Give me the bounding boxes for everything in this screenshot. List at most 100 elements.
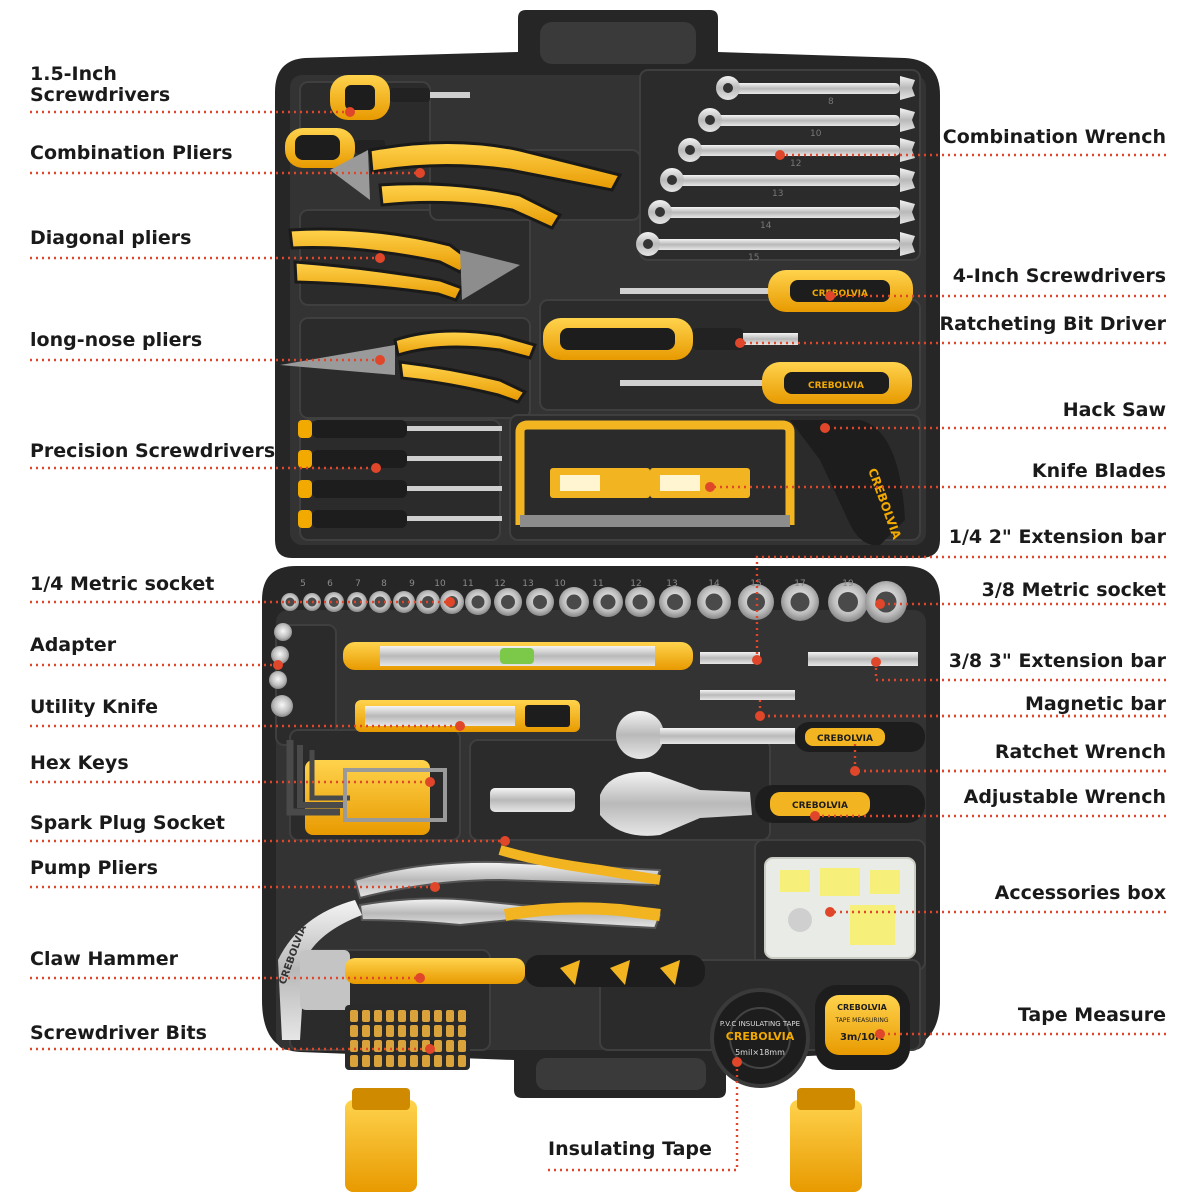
bit bbox=[458, 1025, 466, 1037]
bit bbox=[446, 1040, 454, 1052]
bit bbox=[434, 1025, 442, 1037]
label-long-nose-pliers: long-nose pliers bbox=[30, 329, 203, 351]
svg-text:P.V.C INSULATING TAPE: P.V.C INSULATING TAPE bbox=[720, 1020, 800, 1028]
wrench-size-mark: 12 bbox=[790, 159, 801, 169]
socket-bore bbox=[352, 597, 362, 607]
label-precision-screwdrivers: Precision Screwdrivers bbox=[30, 440, 276, 462]
bit bbox=[458, 1040, 466, 1052]
four-inch-screwdrivers: CREBOLVIA CREBOLVIA bbox=[620, 270, 913, 404]
leader-dot bbox=[445, 597, 455, 607]
adapters bbox=[269, 623, 293, 717]
ratcheting-bit-driver bbox=[543, 318, 798, 360]
bit bbox=[350, 1025, 358, 1037]
adjustable-wrench: CREBOLVIA bbox=[600, 771, 925, 836]
leader-line bbox=[755, 555, 1166, 660]
bit bbox=[374, 1025, 382, 1037]
label-ratchet-wrench: Ratchet Wrench bbox=[994, 741, 1166, 763]
pump-pliers bbox=[353, 845, 662, 930]
bit bbox=[410, 1055, 418, 1067]
label-adapter: Adapter bbox=[30, 634, 117, 656]
wrench-open-end bbox=[900, 76, 915, 100]
label-screwdriver-bits: Screwdriver Bits bbox=[30, 1022, 207, 1044]
label-hack-saw: Hack Saw bbox=[1062, 399, 1166, 421]
label-ratcheting-bit-driver: Ratcheting Bit Driver bbox=[939, 313, 1166, 335]
wrench-shaft bbox=[728, 83, 900, 94]
label-hex-keys: Hex Keys bbox=[30, 752, 129, 774]
leader-dot bbox=[371, 463, 381, 473]
label-four-inch-screwdrivers: 4-Inch Screwdrivers bbox=[952, 265, 1166, 287]
label-metric-socket-14: 1/4 Metric socket bbox=[30, 573, 215, 595]
socket-size-mark-14: 10 bbox=[434, 579, 446, 589]
socket-bore bbox=[566, 594, 582, 610]
wrench-open-end bbox=[900, 200, 915, 224]
wrench-shaft bbox=[710, 115, 900, 126]
leader-dot bbox=[825, 907, 835, 917]
leader-dot bbox=[825, 291, 835, 301]
utility-knife bbox=[355, 700, 580, 732]
socket-bore bbox=[600, 594, 616, 610]
bit bbox=[422, 1010, 430, 1022]
socket-size-mark-14: 13 bbox=[522, 579, 533, 589]
case-latch-right[interactable] bbox=[790, 1100, 862, 1192]
svg-text:3m/10ft: 3m/10ft bbox=[840, 1032, 884, 1043]
bit bbox=[362, 1025, 370, 1037]
label-line-1: 1.5-Inch bbox=[30, 63, 117, 85]
label-utility-knife: Utility Knife bbox=[30, 696, 159, 718]
socket-bore bbox=[667, 594, 683, 610]
leader-dot bbox=[820, 423, 830, 433]
wrench-size-mark: 8 bbox=[828, 97, 834, 107]
bit bbox=[422, 1055, 430, 1067]
bit bbox=[434, 1055, 442, 1067]
socket-bore bbox=[501, 595, 515, 609]
leader-dot bbox=[425, 777, 435, 787]
bit bbox=[446, 1025, 454, 1037]
socket-size-mark-14: 12 bbox=[494, 579, 505, 589]
leader-dot bbox=[810, 811, 820, 821]
leader-dot bbox=[732, 1057, 742, 1067]
bit bbox=[446, 1010, 454, 1022]
wrench-shaft bbox=[660, 207, 900, 218]
bit bbox=[446, 1055, 454, 1067]
leader-dot bbox=[755, 711, 765, 721]
socket-size-mark-14: 9 bbox=[409, 579, 415, 589]
tape-measure: CREBOLVIA TAPE MEASURING 3m/10ft bbox=[815, 985, 910, 1070]
claw-hammer: CREBOLVIA bbox=[277, 900, 705, 1040]
knife-blades bbox=[550, 468, 750, 498]
wrench-open-end bbox=[900, 168, 915, 192]
wrench-box-hole bbox=[643, 239, 653, 249]
leader-line bbox=[853, 742, 1166, 773]
leader-lines bbox=[30, 107, 1166, 1172]
wrench-shaft bbox=[672, 175, 900, 186]
bit bbox=[458, 1010, 466, 1022]
wrench-size-mark: 14 bbox=[760, 221, 772, 231]
case-latch-left[interactable] bbox=[345, 1100, 417, 1192]
bit bbox=[398, 1010, 406, 1022]
wrench-open-end bbox=[900, 108, 915, 132]
leader-dot bbox=[345, 107, 355, 117]
socket-size-mark-14: 11 bbox=[462, 579, 473, 589]
leader-dot bbox=[875, 1029, 885, 1039]
spark-plug-socket bbox=[490, 788, 575, 812]
socket-size-mark-14: 7 bbox=[355, 579, 361, 589]
svg-text:CREBOLVIA: CREBOLVIA bbox=[837, 1003, 888, 1012]
socket-size-mark-38: 14 bbox=[708, 579, 720, 589]
leader-dot bbox=[850, 766, 860, 776]
socket-bore bbox=[790, 592, 810, 612]
accessories-box bbox=[764, 857, 916, 959]
svg-text:TAPE MEASURING: TAPE MEASURING bbox=[835, 1017, 889, 1024]
bit bbox=[398, 1055, 406, 1067]
screwdriver-bits bbox=[345, 1005, 470, 1070]
leader-dot bbox=[705, 482, 715, 492]
wrench-shaft bbox=[648, 239, 900, 250]
wrench-box-hole bbox=[655, 207, 665, 217]
svg-text:CREBOLVIA: CREBOLVIA bbox=[726, 1030, 795, 1043]
stubby-screwdrivers bbox=[285, 75, 470, 168]
label-line-2: Screwdrivers bbox=[30, 84, 171, 106]
svg-text:CREBOLVIA: CREBOLVIA bbox=[812, 289, 868, 299]
leader-dot bbox=[425, 1044, 435, 1054]
wrench-open-end bbox=[900, 138, 915, 162]
svg-text:CREBOLVIA: CREBOLVIA bbox=[792, 801, 848, 811]
socket-bore bbox=[838, 592, 858, 612]
